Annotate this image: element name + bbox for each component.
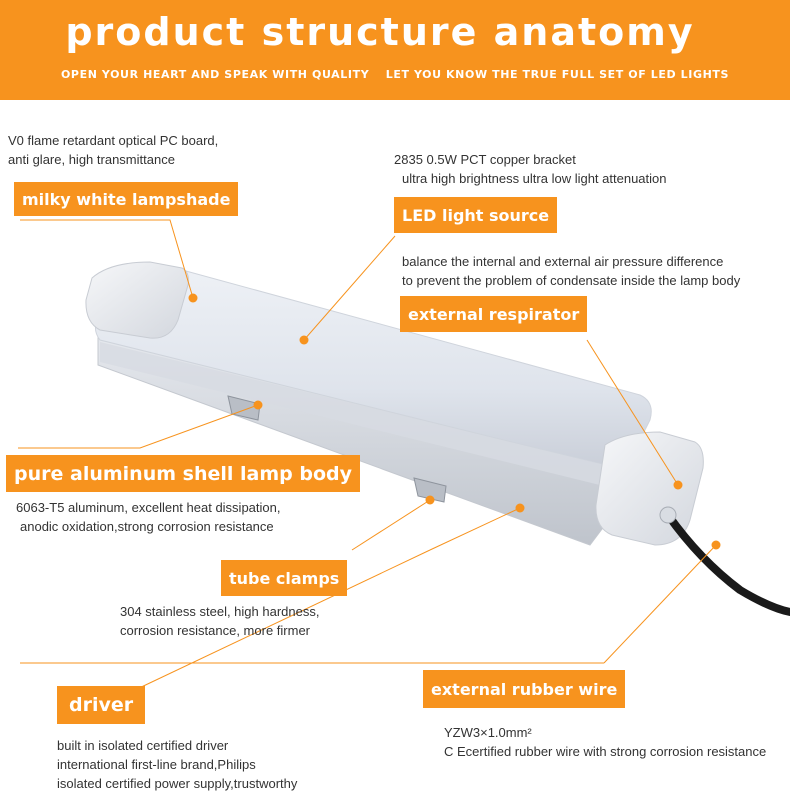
header-banner: product structure anatomy OPEN YOUR HEAR… xyxy=(0,0,790,100)
right-end-cap xyxy=(595,431,704,546)
subtitle-right: LET YOU KNOW THE TRUE FULL SET OF LED LI… xyxy=(385,68,730,81)
led-desc: 2835 0.5W PCT copper bracket ultra high … xyxy=(394,152,667,186)
left-end-cap xyxy=(85,261,189,339)
driver-label: driver xyxy=(57,686,146,724)
lampshade-label: milky white lampshade xyxy=(14,182,239,216)
clamps-label: tube clamps xyxy=(221,560,348,596)
subtitle-left: OPEN YOUR HEART AND SPEAK WITH QUALITY xyxy=(60,68,370,81)
body-band xyxy=(100,342,625,490)
tube-clamp-right xyxy=(413,477,447,503)
wire-desc: YZW3×1.0mm² C Ecertified rubber wire wit… xyxy=(444,725,767,759)
wire-label: external rubber wire xyxy=(423,670,626,708)
tube-clamp-left xyxy=(227,395,261,421)
leader-lines xyxy=(18,219,717,691)
respirator-label: external respirator xyxy=(400,296,588,332)
driver-desc: built in isolated certified driver inter… xyxy=(57,738,298,791)
lampshade-desc: V0 flame retardant optical PC board, ant… xyxy=(8,133,219,167)
rubber-wire xyxy=(664,511,790,616)
wire-gland xyxy=(659,506,677,524)
page-subtitle: OPEN YOUR HEART AND SPEAK WITH QUALITY L… xyxy=(0,68,790,81)
shell-desc: 6063-T5 aluminum, excellent heat dissipa… xyxy=(16,500,281,534)
callout-dots xyxy=(188,293,721,550)
page-title: product structure anatomy xyxy=(65,10,695,54)
shell-label: pure aluminum shell lamp body xyxy=(6,455,360,492)
led-label: LED light source xyxy=(394,197,558,233)
clamps-desc: 304 stainless steel, high hardness, corr… xyxy=(120,604,320,638)
respirator-desc: balance the internal and external air pr… xyxy=(402,254,741,288)
